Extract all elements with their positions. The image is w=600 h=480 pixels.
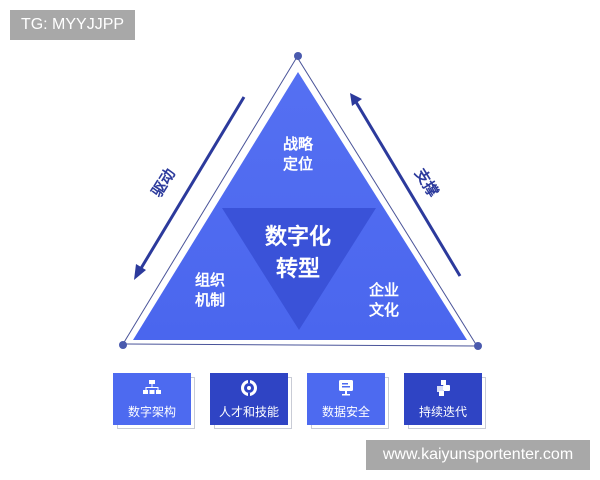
watermark-bottom: www.kaiyunsportenter.com	[366, 440, 590, 470]
digital-transformation-label: 数字化 转型	[248, 222, 348, 286]
center-label-line2: 转型	[275, 256, 320, 282]
strategy-label-line2: 定位	[282, 155, 313, 174]
outer-triangle-outline	[122, 56, 478, 347]
card-data-security[interactable]: 数据安全	[307, 373, 389, 429]
left-arrow-line	[138, 96, 246, 271]
right-arrow-line	[354, 101, 462, 277]
card-label: 数据安全	[321, 405, 370, 419]
vertex-dot-top	[294, 52, 302, 60]
card-talent-skills[interactable]: 人才和技能	[210, 373, 292, 429]
inner-inverted-triangle	[222, 208, 376, 330]
strategy-label: 战略 定位	[272, 134, 324, 175]
org-chart-icon	[143, 380, 161, 394]
vertex-dot-left	[119, 341, 127, 349]
center-label-line1: 数字化	[264, 225, 331, 250]
org-label-line2: 机制	[194, 291, 225, 310]
culture-label-line1: 企业	[368, 281, 399, 299]
target-ring-icon	[241, 380, 257, 396]
watermark-top: TG: MYYJJPP	[10, 10, 135, 40]
main-triangle	[133, 72, 467, 340]
organization-label: 组织 机制	[184, 270, 236, 311]
blocks-icon	[437, 380, 450, 396]
card-label: 数字架构	[127, 405, 176, 419]
card-continuous-iteration[interactable]: 持续迭代	[404, 373, 486, 429]
org-label-line1: 组织	[194, 271, 225, 289]
vertex-dot-right	[474, 342, 482, 350]
right-arrow-head-icon	[350, 93, 362, 106]
left-arrow-head-icon	[134, 264, 146, 280]
card-label: 人才和技能	[218, 405, 279, 419]
card-digital-architecture[interactable]: 数字架构	[113, 373, 195, 429]
strategy-label-line1: 战略	[282, 135, 313, 153]
culture-label-line2: 文化	[368, 301, 399, 320]
card-label: 持续迭代	[418, 405, 467, 419]
monitor-icon	[339, 380, 353, 396]
culture-label: 企业 文化	[356, 280, 412, 321]
